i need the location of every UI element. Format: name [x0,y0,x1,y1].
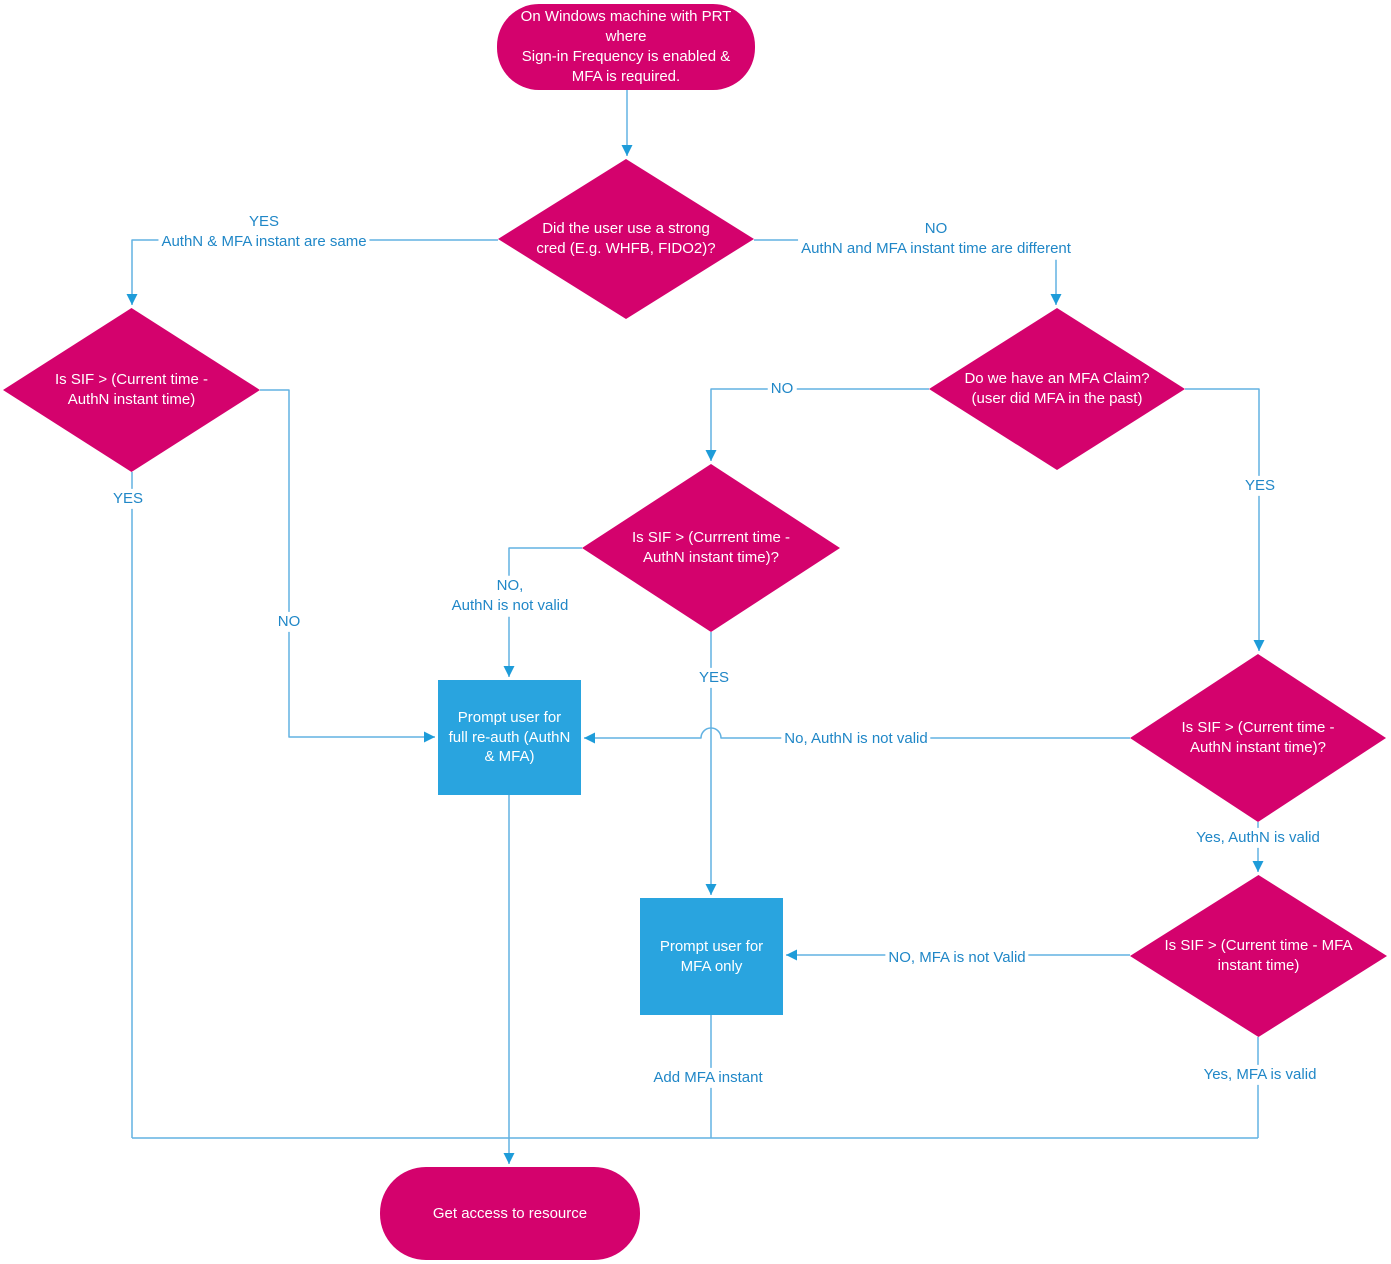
process-prompt-full-reauth-label: Prompt user for full re-auth (AuthN & MF… [448,708,571,766]
edge-label-mfa-yes: Yes, MFA is valid [1200,1064,1320,1086]
edge-label-mid-yes: YES [695,667,733,689]
decision-strong-cred-label: Did the user use a strong cred (E.g. WHF… [536,220,716,257]
edge-label-left-yes: YES [109,488,147,510]
start-node-label: On Windows machine with PRT where Sign-i… [520,8,732,85]
process-prompt-mfa-only-label: Prompt user for MFA only [659,937,764,975]
edge-label-add-mfa: Add MFA instant [650,1067,766,1089]
decision-mfa-claim-label: Do we have an MFA Claim? (user did MFA i… [964,370,1150,407]
decision-sif-authn-right-label: Is SIF > (Current time - AuthN instant t… [1181,719,1335,756]
edge-label-claim-yes: YES [1241,475,1279,497]
edge-label-right-yes: Yes, AuthN is valid [1193,827,1323,849]
decision-sif-authn-left-label: Is SIF > (Current time - AuthN instant t… [55,371,208,408]
edge-label-claim-no: NO [767,378,797,400]
start-node: On Windows machine with PRT where Sign-i… [497,4,755,90]
edge-label-mid-no: NO, AuthN is not valid [448,575,572,617]
edge-label-left-no: NO [274,611,304,633]
end-node: Get access to resource [380,1167,640,1260]
edge-mid-diamond-no [503,547,582,677]
edge-label-strong-no: NO AuthN and MFA instant time are differ… [798,218,1074,260]
edge-strong-cred-yes [126,239,498,305]
edge-label-strong-yes: YES AuthN & MFA instant are same [158,211,370,253]
end-node-label: Get access to resource [432,1204,588,1222]
edge-left-diamond-no [260,389,435,743]
decision-sif-authn-mid-label: Is SIF > (Currrent time - AuthN instant … [632,529,790,566]
process-prompt-full-reauth: Prompt user for full re-auth (AuthN & MF… [438,680,581,795]
edge-mfa-claim-no [705,388,929,461]
edge-label-right-no: No, AuthN is not valid [781,728,931,750]
edge-right-diamond-no [584,727,1130,744]
process-prompt-mfa-only: Prompt user for MFA only [640,898,783,1015]
decision-sif-mfa-label: Is SIF > (Current time - MFA instant tim… [1164,937,1353,974]
edge-mfa-claim-yes [1185,388,1265,651]
edge-label-mfa-no: NO, MFA is not Valid [885,947,1029,969]
